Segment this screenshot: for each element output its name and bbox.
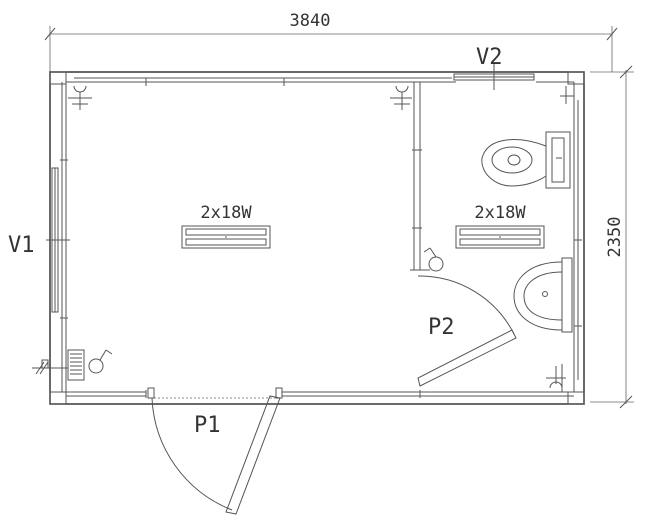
wall-lamp-icon xyxy=(68,85,574,392)
door-p1-label: P1 xyxy=(194,413,221,438)
door-p1: P1 xyxy=(147,387,283,515)
washbasin-icon xyxy=(513,257,573,333)
door-p2-label: P2 xyxy=(428,315,455,340)
electrical-panel-icon xyxy=(32,349,85,381)
light-fixture-main: 2x18W xyxy=(181,203,271,249)
dimension-height-label: 2350 xyxy=(605,217,625,258)
dimension-height: 2350 xyxy=(590,65,634,409)
outer-walls xyxy=(49,71,585,405)
window-v1-label: V1 xyxy=(8,233,35,258)
light-fixture-bathroom: 2x18W xyxy=(455,203,545,249)
dimension-width: 3840 xyxy=(44,11,618,72)
partition-wall xyxy=(410,82,430,271)
toilet-icon xyxy=(481,131,571,189)
dimension-width-label: 3840 xyxy=(290,11,331,31)
window-v1: V1 xyxy=(8,167,70,313)
socket-switch-icon xyxy=(88,349,113,374)
window-v2: V2 xyxy=(453,45,535,90)
door-p2: P2 xyxy=(417,275,517,387)
light-fixture-main-label: 2x18W xyxy=(200,203,252,223)
light-fixture-bathroom-label: 2x18W xyxy=(474,203,526,223)
window-v2-label: V2 xyxy=(476,45,503,70)
light-switch-icon xyxy=(423,247,444,272)
